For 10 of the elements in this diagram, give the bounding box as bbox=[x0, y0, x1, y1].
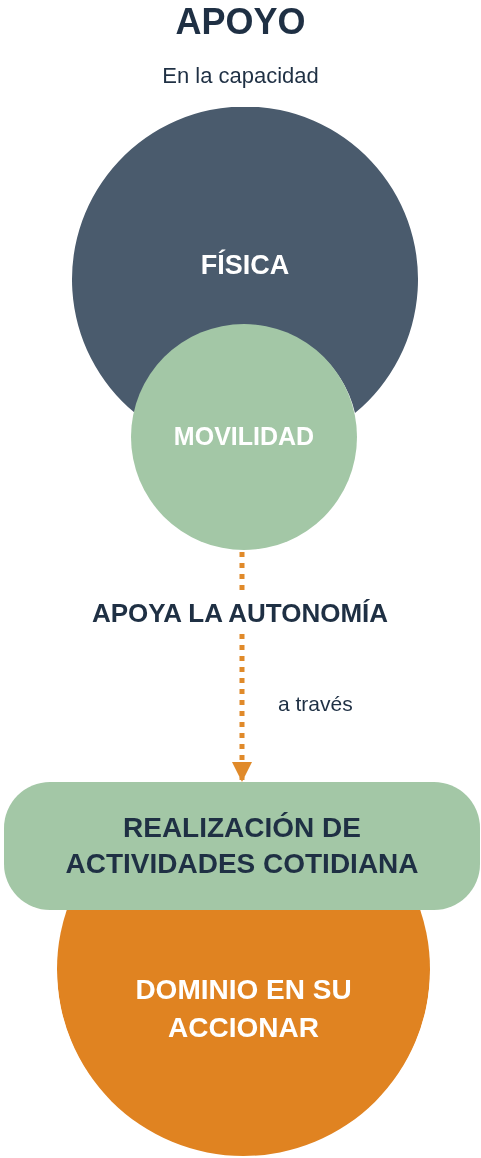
rounded-banner bbox=[4, 782, 480, 910]
edge-label: a través bbox=[278, 691, 353, 717]
node-label: FÍSICA bbox=[200, 248, 290, 282]
node-label: REALIZACIÓN DE ACTIVIDADES COTIDIANA bbox=[64, 810, 420, 881]
heading-text: APOYA LA AUTONOMÍA bbox=[91, 596, 389, 630]
node-label: MOVILIDAD bbox=[173, 421, 315, 453]
title: APOYO bbox=[174, 2, 307, 42]
subtitle: En la capacidad bbox=[162, 62, 319, 90]
dotted-arrow bbox=[232, 634, 252, 782]
node-label: DOMINIO EN SU ACCIONAR bbox=[134, 972, 353, 1045]
